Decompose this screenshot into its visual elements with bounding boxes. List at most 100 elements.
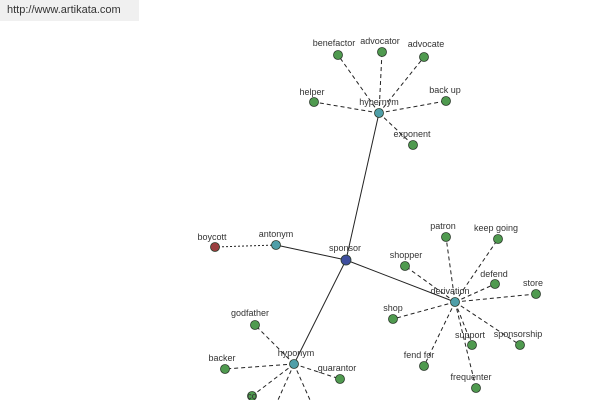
edge-antonym-boycott bbox=[214, 244, 277, 248]
node-label-advocator[interactable]: advocator bbox=[360, 36, 400, 46]
node-label-helper[interactable]: helper bbox=[299, 87, 324, 97]
edge-derivation-sponsorship bbox=[454, 301, 521, 346]
node-marker-defend[interactable] bbox=[490, 279, 500, 289]
node-marker-hypernym[interactable] bbox=[374, 108, 384, 118]
node-marker-keep-going[interactable] bbox=[493, 234, 503, 244]
node-benefactor[interactable]: benefactor bbox=[313, 38, 356, 60]
site-url-link[interactable]: http://www.artikata.com bbox=[0, 0, 139, 21]
node-label-advocate[interactable]: advocate bbox=[408, 39, 445, 49]
node-advocator[interactable]: advocator bbox=[360, 36, 400, 57]
node-label-hyponym[interactable]: hyponym bbox=[278, 348, 315, 358]
node-label-frequenter[interactable]: frequenter bbox=[450, 372, 491, 382]
node-guarantor[interactable]: guarantor bbox=[318, 363, 357, 384]
node-label-shopper[interactable]: shopper bbox=[390, 250, 423, 260]
node-marker-sponsor[interactable] bbox=[340, 254, 352, 266]
node-label-co[interactable]: co bbox=[247, 391, 257, 400]
node-label-support[interactable]: support bbox=[455, 330, 486, 340]
node-label-exponent[interactable]: exponent bbox=[393, 129, 431, 139]
node-marker-shop[interactable] bbox=[388, 314, 398, 324]
edge-hypernym-exponent bbox=[378, 112, 414, 146]
node-marker-shopper[interactable] bbox=[400, 261, 410, 271]
node-label-benefactor[interactable]: benefactor bbox=[313, 38, 356, 48]
node-hypernym[interactable]: hypernym bbox=[359, 97, 399, 118]
node-co[interactable]: co bbox=[247, 391, 257, 400]
node-back-up[interactable]: back up bbox=[429, 85, 461, 106]
node-marker-advocate[interactable] bbox=[419, 52, 429, 62]
node-godfather[interactable]: godfather bbox=[231, 308, 269, 330]
edge-derivation-support bbox=[454, 301, 473, 346]
node-marker-store[interactable] bbox=[531, 289, 541, 299]
node-marker-helper[interactable] bbox=[309, 97, 319, 107]
node-sponsorship[interactable]: sponsorship bbox=[494, 329, 543, 350]
node-label-sponsorship[interactable]: sponsorship bbox=[494, 329, 543, 339]
node-marker-derivation[interactable] bbox=[450, 297, 460, 307]
node-label-shop[interactable]: shop bbox=[383, 303, 403, 313]
nodes-layer: benefactor advocator advocate helper back up… bbox=[197, 36, 543, 400]
node-marker-antonym[interactable] bbox=[271, 240, 281, 250]
node-label-derivation[interactable]: derivation bbox=[430, 286, 469, 296]
node-shopper[interactable]: shopper bbox=[390, 250, 423, 271]
node-marker-sponsorship[interactable] bbox=[515, 340, 525, 350]
node-marker-support[interactable] bbox=[467, 340, 477, 350]
edge-hyponym-cropped-1 bbox=[293, 363, 311, 400]
edge-hypernym-advocate bbox=[378, 56, 425, 114]
node-label-defend[interactable]: defend bbox=[480, 269, 508, 279]
node-marker-advocator[interactable] bbox=[377, 47, 387, 57]
node-fend-for[interactable]: fend for bbox=[404, 350, 435, 371]
node-frequenter[interactable]: frequenter bbox=[450, 372, 492, 393]
node-label-boycott[interactable]: boycott bbox=[197, 232, 227, 242]
edge-derivation-fend-for bbox=[423, 301, 456, 367]
node-label-patron[interactable]: patron bbox=[430, 221, 456, 231]
node-label-backer[interactable]: backer bbox=[208, 353, 235, 363]
node-label-fend-for[interactable]: fend for bbox=[404, 350, 435, 360]
node-marker-co[interactable] bbox=[247, 391, 257, 400]
node-label-back-up[interactable]: back up bbox=[429, 85, 461, 95]
edge-derivation-shopper bbox=[404, 265, 456, 303]
node-marker-godfather[interactable] bbox=[250, 320, 260, 330]
edge-hyponym-co bbox=[251, 363, 295, 397]
node-marker-frequenter[interactable] bbox=[471, 383, 481, 393]
node-label-store[interactable]: store bbox=[523, 278, 543, 288]
node-helper[interactable]: helper bbox=[299, 87, 325, 107]
node-marker-boycott[interactable] bbox=[210, 242, 220, 252]
edge-hypernym-back-up bbox=[378, 100, 447, 114]
edge-hypernym-benefactor bbox=[337, 54, 380, 114]
node-marker-benefactor[interactable] bbox=[333, 50, 343, 60]
node-derivation[interactable]: derivation bbox=[430, 286, 470, 307]
node-defend[interactable]: defend bbox=[480, 269, 508, 289]
edge-sponsor-hypernym bbox=[345, 112, 380, 261]
node-shop[interactable]: shop bbox=[383, 303, 403, 324]
node-store[interactable]: store bbox=[523, 278, 543, 299]
node-label-hypernym[interactable]: hypernym bbox=[359, 97, 399, 107]
node-antonym[interactable]: antonym bbox=[259, 229, 294, 250]
node-label-keep-going[interactable]: keep going bbox=[474, 223, 518, 233]
node-label-antonym[interactable]: antonym bbox=[259, 229, 294, 239]
node-hyponym[interactable]: hyponym bbox=[278, 348, 315, 369]
node-marker-hyponym[interactable] bbox=[289, 359, 299, 369]
edge-hyponym-cropped-0 bbox=[277, 363, 295, 400]
edge-hyponym-backer bbox=[224, 363, 295, 370]
edge-hypernym-advocator bbox=[378, 51, 383, 114]
edge-derivation-shop bbox=[392, 301, 456, 320]
node-marker-backer[interactable] bbox=[220, 364, 230, 374]
node-marker-guarantor[interactable] bbox=[335, 374, 345, 384]
node-boycott[interactable]: boycott bbox=[197, 232, 227, 252]
node-sponsor[interactable]: sponsor bbox=[329, 243, 361, 266]
node-exponent[interactable]: exponent bbox=[393, 129, 431, 150]
node-backer[interactable]: backer bbox=[208, 353, 236, 374]
node-marker-patron[interactable] bbox=[441, 232, 451, 242]
node-advocate[interactable]: advocate bbox=[408, 39, 445, 62]
edge-derivation-keep-going bbox=[454, 238, 499, 303]
node-support[interactable]: support bbox=[455, 330, 486, 350]
node-keep-going[interactable]: keep going bbox=[474, 223, 518, 244]
node-patron[interactable]: patron bbox=[430, 221, 456, 242]
node-label-sponsor[interactable]: sponsor bbox=[329, 243, 361, 253]
edge-derivation-defend bbox=[454, 283, 496, 303]
node-label-godfather[interactable]: godfather bbox=[231, 308, 269, 318]
node-marker-exponent[interactable] bbox=[408, 140, 418, 150]
node-marker-fend-for[interactable] bbox=[419, 361, 429, 371]
node-marker-back-up[interactable] bbox=[441, 96, 451, 106]
node-label-guarantor[interactable]: guarantor bbox=[318, 363, 357, 373]
